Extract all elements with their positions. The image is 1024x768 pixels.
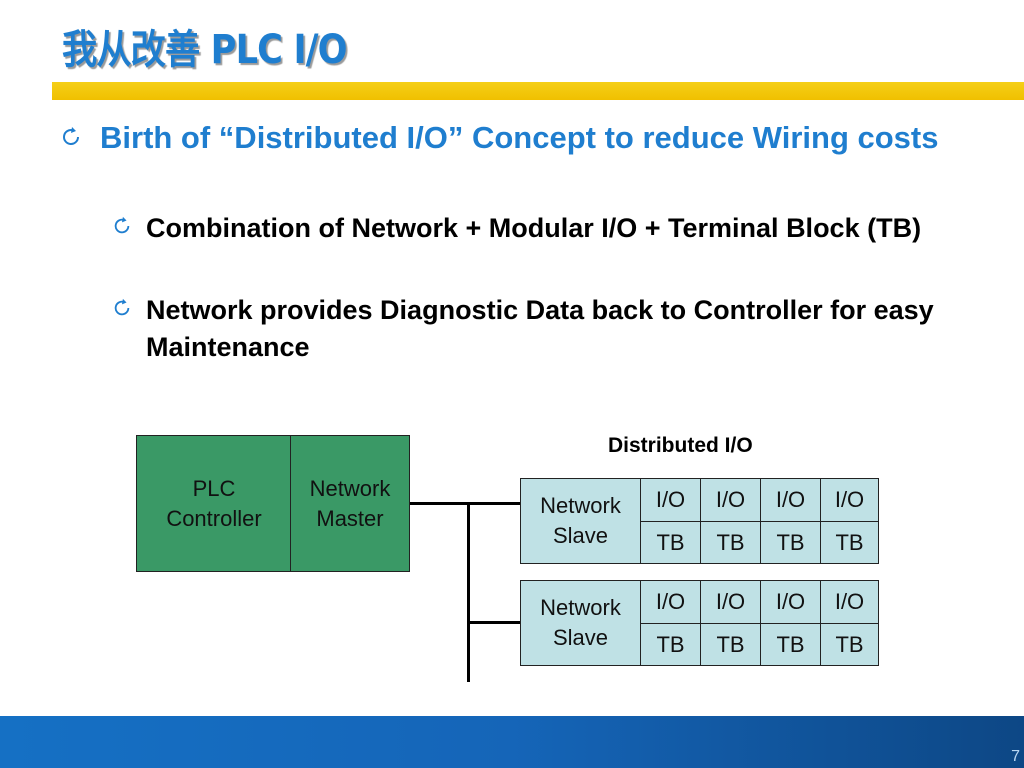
master-label-line1: Network — [309, 475, 391, 501]
page-number: 7 — [1011, 748, 1020, 765]
network-master-box: Network Master — [290, 435, 410, 572]
plc-label-line1: PLC — [192, 475, 236, 501]
master-label-line2: Master — [316, 505, 384, 531]
io-module-cell: I/O — [640, 580, 701, 624]
slave-label-line2: Slave — [552, 625, 609, 650]
bullet-level2: Network provides Diagnostic Data back to… — [114, 292, 986, 366]
terminal-block-cell: TB — [640, 623, 701, 666]
network-bus-vertical — [467, 502, 470, 682]
io-module-cell: I/O — [820, 580, 879, 624]
bullet-text: Birth of “Distributed I/O” Concept to re… — [100, 120, 939, 155]
plc-label-line2: Controller — [166, 505, 262, 531]
network-slave-box: Network Slave — [520, 580, 641, 666]
io-module-cell: I/O — [760, 580, 821, 624]
bullet-level1: Birth of “Distributed I/O” Concept to re… — [63, 118, 1000, 158]
terminal-block-cell: TB — [760, 623, 821, 666]
slave-label-line1: Network — [540, 493, 621, 518]
terminal-block-cell: TB — [700, 521, 761, 564]
bullet-text: Combination of Network + Modular I/O + T… — [146, 213, 922, 243]
terminal-block-cell: TB — [820, 521, 879, 564]
io-module-cell: I/O — [640, 478, 701, 522]
slide-title: 我从改善 PLC I/O — [62, 27, 348, 73]
bullet-text: Network provides Diagnostic Data back to… — [146, 295, 934, 362]
terminal-block-cell: TB — [640, 521, 701, 564]
terminal-block-cell: TB — [700, 623, 761, 666]
terminal-block-cell: TB — [760, 521, 821, 564]
io-module-cell: I/O — [700, 478, 761, 522]
title-accent-bar — [52, 82, 1024, 100]
refresh-arrow-icon — [63, 127, 79, 145]
network-bus-top — [410, 502, 520, 505]
refresh-arrow-icon — [114, 298, 130, 316]
footer-bar: 7 — [0, 716, 1024, 768]
network-bus-branch — [467, 621, 520, 624]
network-slave-box: Network Slave — [520, 478, 641, 564]
bullet-level2: Combination of Network + Modular I/O + T… — [114, 210, 986, 247]
slave-label-line1: Network — [540, 595, 621, 620]
io-module-cell: I/O — [760, 478, 821, 522]
refresh-arrow-icon — [114, 216, 130, 234]
terminal-block-cell: TB — [820, 623, 879, 666]
slave-label-line2: Slave — [552, 523, 609, 548]
plc-controller-box: PLC Controller — [136, 435, 292, 572]
io-module-cell: I/O — [700, 580, 761, 624]
distributed-io-label: Distributed I/O — [608, 434, 753, 457]
io-module-cell: I/O — [820, 478, 879, 522]
